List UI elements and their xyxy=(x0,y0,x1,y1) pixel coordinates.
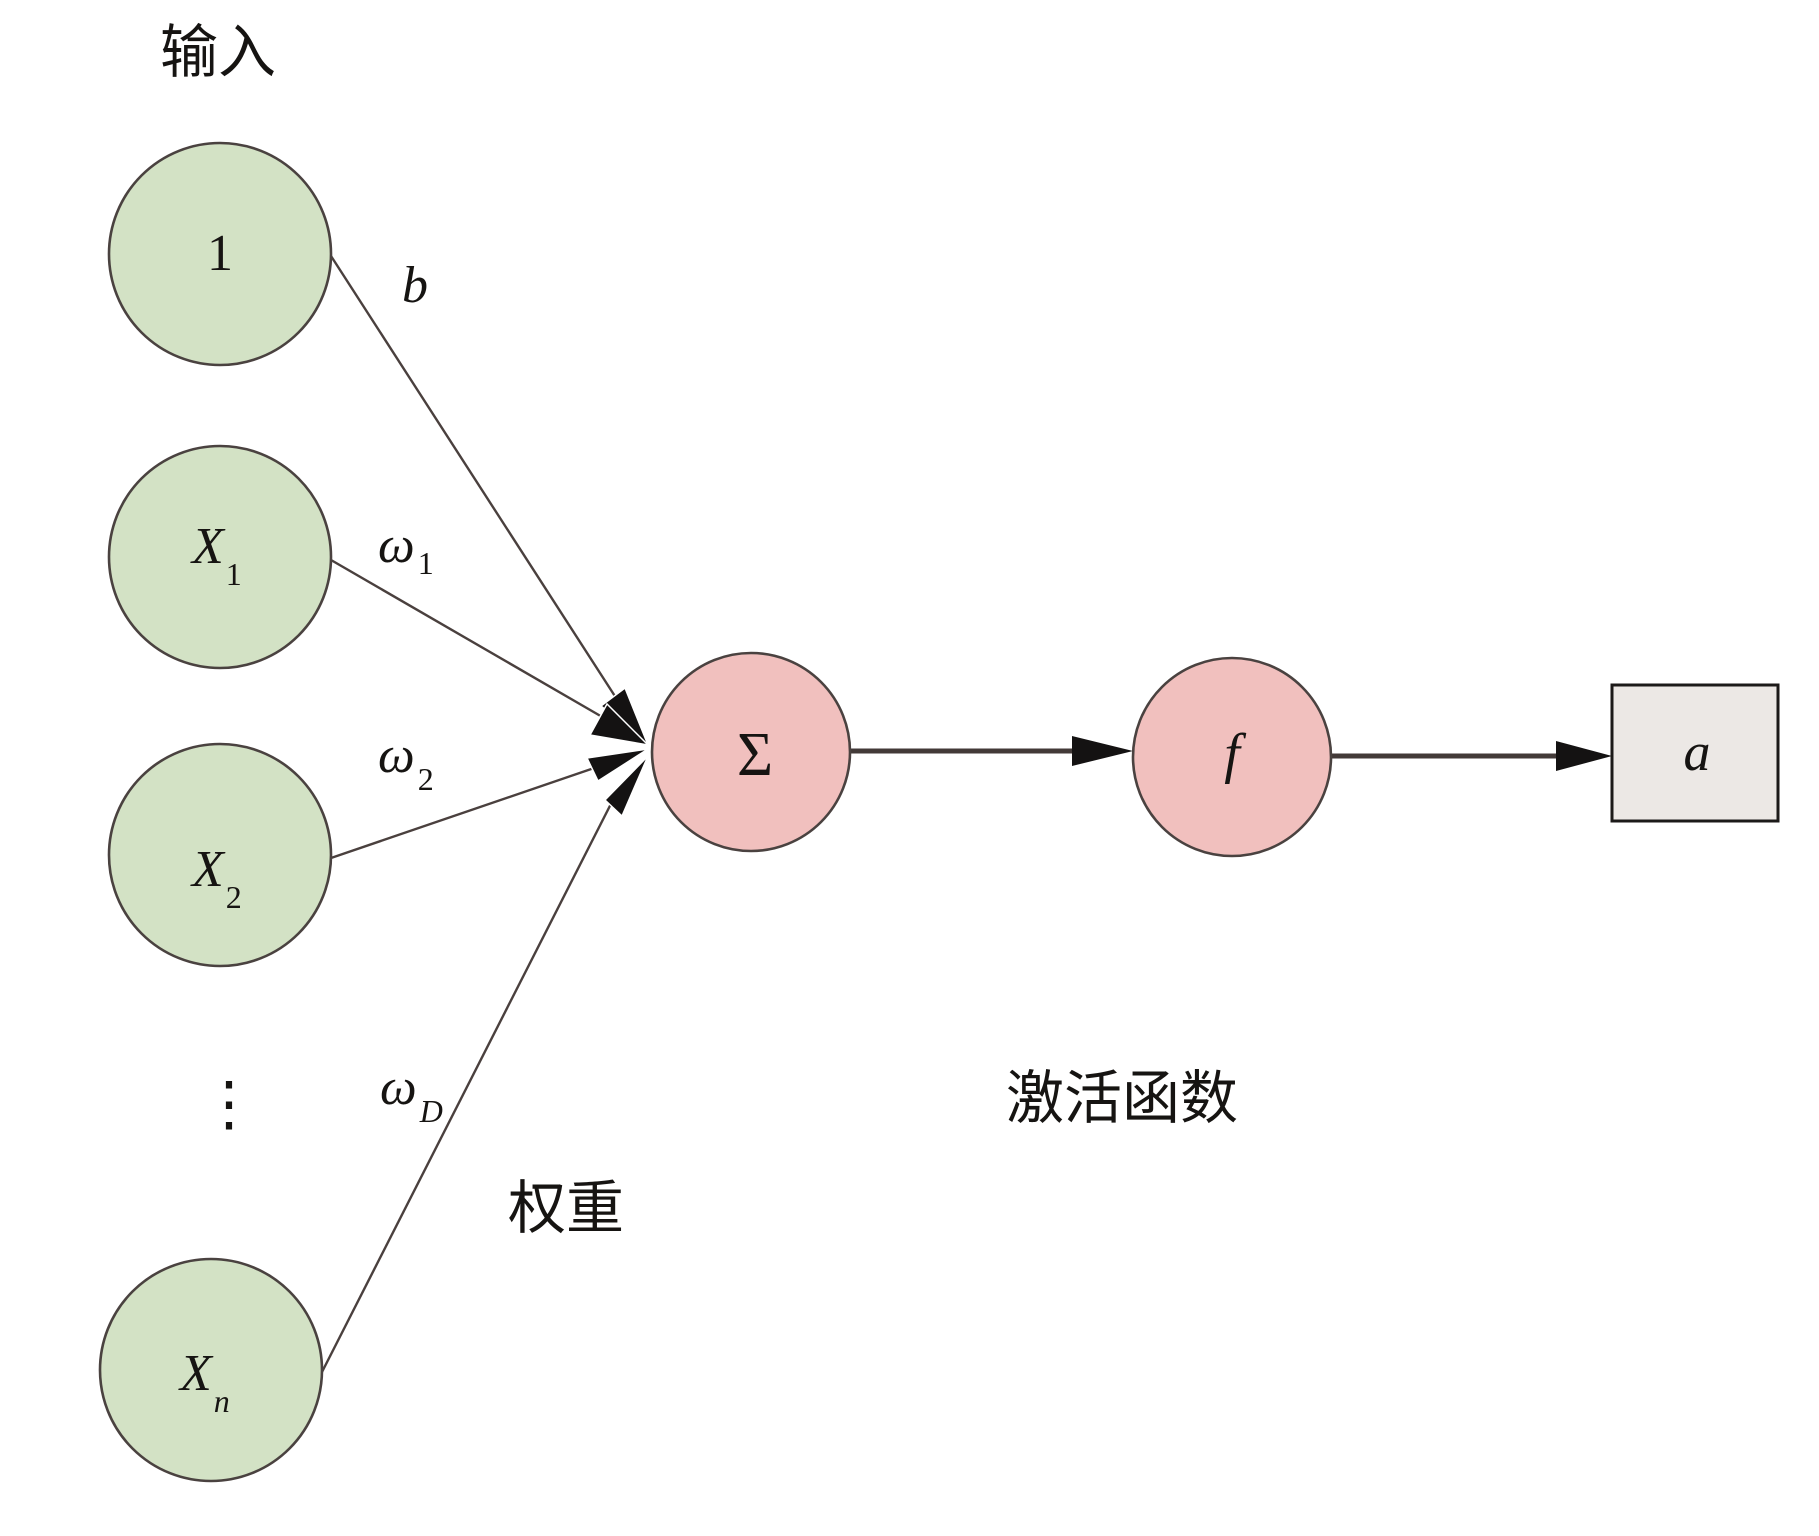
input-node-x1-sub: 1 xyxy=(226,556,242,592)
input-node-xn-circle xyxy=(98,1257,324,1483)
weight-label-w1-main: ω xyxy=(378,517,415,574)
activation-node-circle xyxy=(1131,656,1333,858)
weights-heading: 权重 xyxy=(508,1174,624,1242)
weight-label-w2-main: ω xyxy=(378,727,415,784)
arrowhead-x2 xyxy=(585,748,649,783)
input-node-xn-label: Xn xyxy=(178,1345,230,1419)
sum-node: Σ xyxy=(650,651,852,853)
input-node-bias-circle xyxy=(107,141,333,367)
input-node-x1-main: X xyxy=(190,518,226,575)
output-node: a xyxy=(1610,683,1780,823)
input-node-x2-circle xyxy=(107,742,333,968)
input-node-x2-sub: 2 xyxy=(226,879,242,915)
weight-label-w2: ω2 xyxy=(378,727,434,797)
output-symbol: a xyxy=(1684,722,1711,782)
weight-label-bias: b xyxy=(402,257,428,314)
input-node-xn-sub: n xyxy=(214,1383,230,1419)
arrowhead-activation xyxy=(1072,736,1133,766)
input-node-x1-circle xyxy=(107,444,333,670)
weight-label-wd-sub: D xyxy=(419,1093,443,1129)
input-node-x2-label: X2 xyxy=(190,841,242,915)
input-node-bias-label: 1 xyxy=(207,225,233,282)
activation-node: f xyxy=(1131,656,1333,858)
input-node-bias: 1 xyxy=(107,141,333,367)
arrowhead-xn xyxy=(603,755,649,818)
input-node-xn-main: X xyxy=(178,1345,214,1402)
arrowhead-output xyxy=(1556,741,1612,771)
edge-xn-to-sum xyxy=(320,789,620,1373)
weight-label-wd: ωD xyxy=(380,1059,443,1129)
input-node-x2: X2 xyxy=(107,742,333,968)
input-node-x2-main: X xyxy=(190,841,226,898)
sigma-symbol: Σ xyxy=(737,721,773,789)
sum-node-circle xyxy=(650,651,852,853)
ellipsis-vertical: ⋮ xyxy=(199,1071,259,1137)
edge-x1-to-sum xyxy=(330,558,605,720)
edge-bias-to-sum xyxy=(329,255,622,705)
weight-label-w1-sub: 1 xyxy=(418,545,434,581)
edge-x2-to-sum xyxy=(330,764,601,860)
input-heading: 输入 xyxy=(160,18,276,86)
output-node-box xyxy=(1610,683,1780,823)
arrowhead-x1 xyxy=(588,702,651,747)
input-node-x1: X1 xyxy=(107,444,333,670)
weight-label-w1: ω1 xyxy=(378,517,434,581)
activation-heading: 激活函数 xyxy=(1006,1064,1238,1132)
weight-label-wd-main: ω xyxy=(380,1059,417,1116)
input-node-xn: Xn xyxy=(98,1257,324,1483)
weight-label-w2-sub: 2 xyxy=(418,761,434,797)
input-node-x1-label: X1 xyxy=(190,518,242,592)
